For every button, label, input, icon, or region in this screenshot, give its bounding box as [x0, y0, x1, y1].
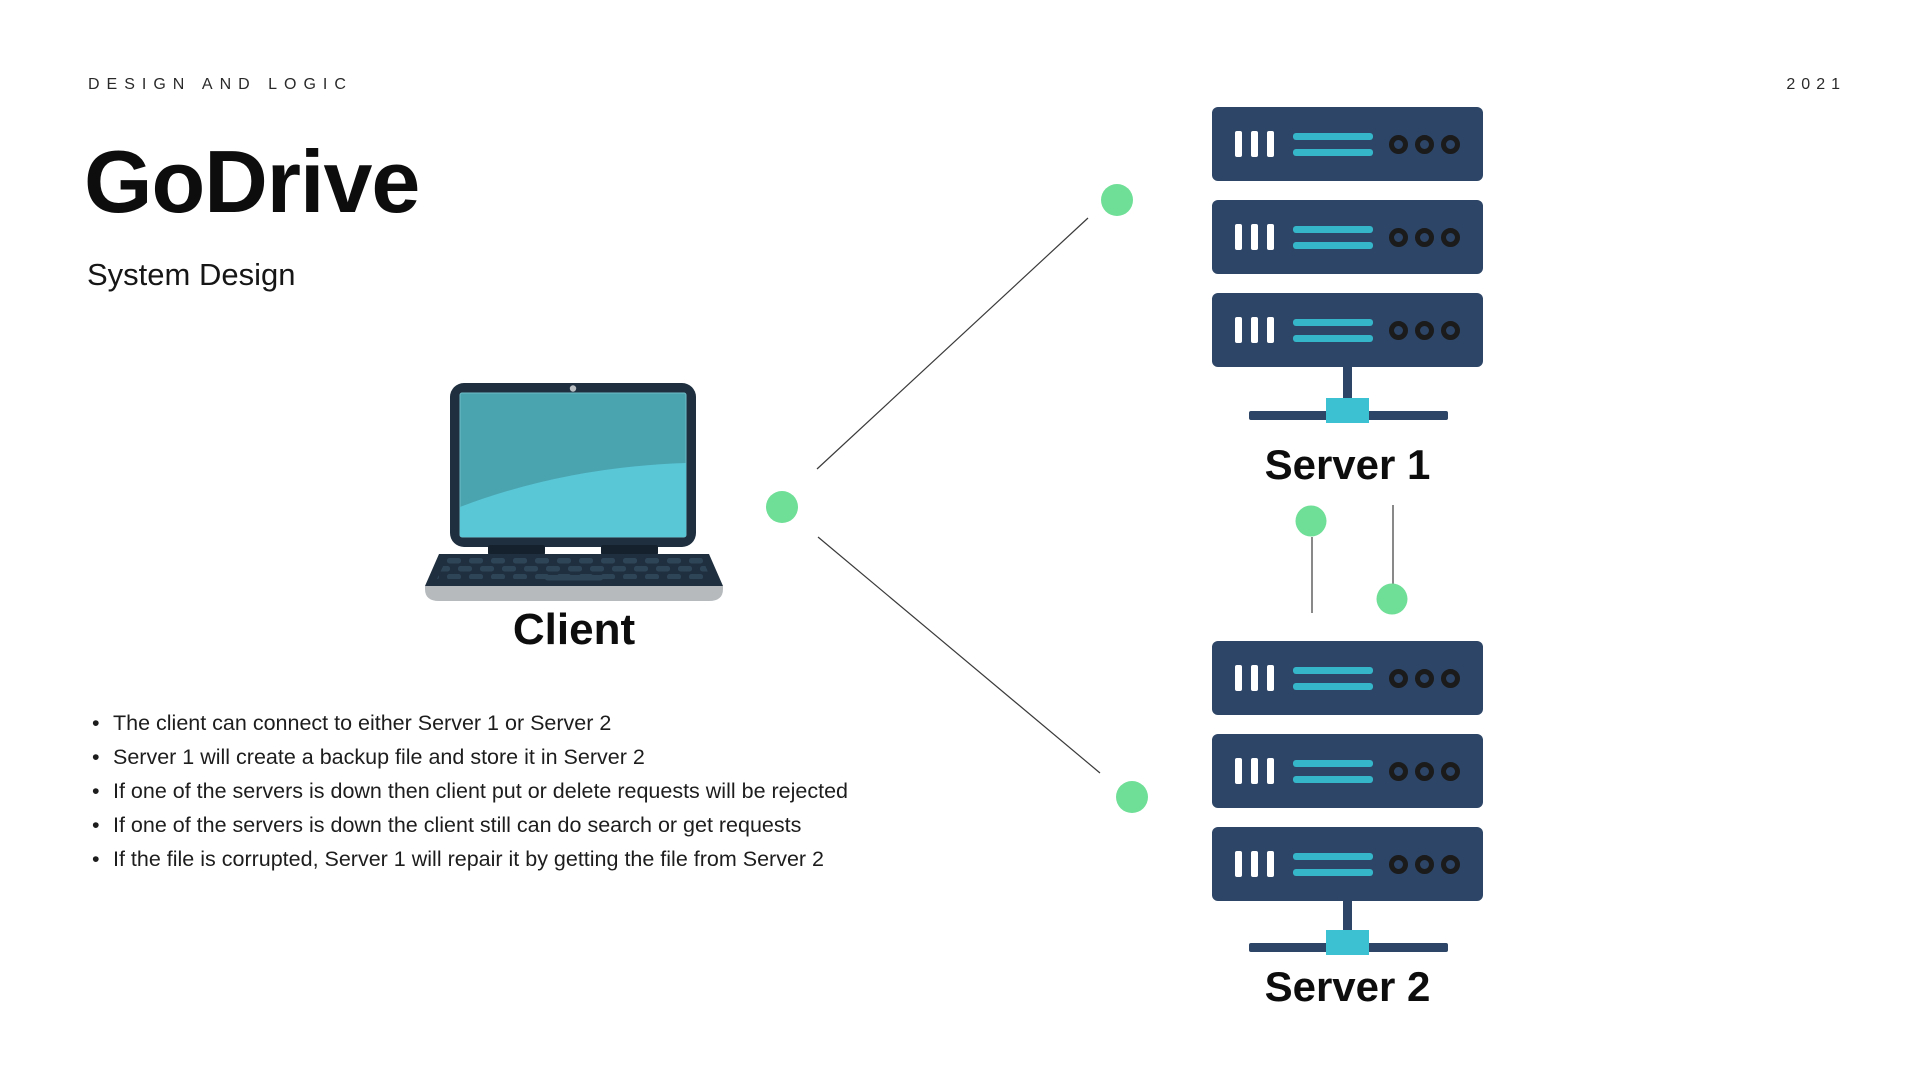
- screen-highlight-sweep: [460, 463, 686, 537]
- server2-stand-hub: [1326, 930, 1369, 955]
- mid-right-node-dot: [1376, 583, 1408, 615]
- status-leds: [1389, 668, 1460, 688]
- client-label: Client: [512, 605, 636, 654]
- server1-stand-hub: [1326, 398, 1369, 423]
- notes-list: The client can connect to either Server …: [86, 706, 1116, 876]
- led-cyan-icon: [1441, 134, 1460, 154]
- server2-label: Server 2: [1264, 963, 1431, 1010]
- client-laptop-illustration: [415, 373, 735, 605]
- led-green-icon: [1415, 668, 1434, 688]
- drive-bars-icon: [1235, 317, 1274, 343]
- vent-lines-icon: [1293, 759, 1373, 783]
- server-unit: [1212, 293, 1483, 367]
- server1-stack: [1212, 107, 1483, 367]
- led-green-icon: [1415, 854, 1434, 874]
- server2-stack: [1212, 641, 1483, 901]
- camera-dot-icon: [569, 385, 577, 392]
- laptop-hinge-left: [488, 545, 545, 555]
- led-red-icon: [1389, 134, 1408, 154]
- drive-bars-icon: [1235, 665, 1274, 691]
- page-subtitle: System Design: [87, 257, 296, 292]
- server2-node-dot: [1116, 781, 1148, 813]
- drive-bars-icon: [1235, 224, 1274, 250]
- note-item: Server 1 will create a backup file and s…: [86, 740, 1116, 774]
- server-unit: [1212, 827, 1483, 901]
- led-cyan-icon: [1441, 854, 1460, 874]
- status-leds: [1389, 854, 1460, 874]
- drive-bars-icon: [1235, 851, 1274, 877]
- led-cyan-icon: [1441, 227, 1460, 247]
- led-red-icon: [1389, 761, 1408, 781]
- vent-lines-icon: [1293, 666, 1373, 690]
- server-unit: [1212, 200, 1483, 274]
- led-red-icon: [1389, 854, 1408, 874]
- note-item: If one of the servers is down then clien…: [86, 774, 1116, 808]
- server1-stand-stem: [1343, 366, 1352, 401]
- server1-node-dot: [1101, 184, 1133, 216]
- led-green-icon: [1415, 320, 1434, 340]
- status-leds: [1389, 320, 1460, 340]
- led-green-icon: [1415, 227, 1434, 247]
- mid-left-node-dot: [1295, 505, 1327, 537]
- led-green-icon: [1415, 761, 1434, 781]
- led-cyan-icon: [1441, 320, 1460, 340]
- vent-lines-icon: [1293, 132, 1373, 156]
- vent-lines-icon: [1293, 225, 1373, 249]
- note-item: If one of the servers is down the client…: [86, 808, 1116, 842]
- status-leds: [1389, 134, 1460, 154]
- keyboard-keys: [437, 558, 711, 579]
- year-text: 2021: [1786, 76, 1846, 93]
- eyebrow-text: DESIGN AND LOGIC: [88, 76, 353, 93]
- connector-client-server1: [816, 217, 1089, 470]
- led-green-icon: [1415, 134, 1434, 154]
- page-title: GoDrive: [84, 132, 420, 231]
- note-item: If the file is corrupted, Server 1 will …: [86, 842, 1116, 876]
- led-red-icon: [1389, 668, 1408, 688]
- status-leds: [1389, 227, 1460, 247]
- laptop-icon: [425, 383, 723, 601]
- client-node-dot: [766, 491, 798, 523]
- vent-lines-icon: [1293, 318, 1373, 342]
- led-red-icon: [1389, 320, 1408, 340]
- laptop-base: [425, 586, 723, 601]
- laptop-hinge-right: [601, 545, 658, 555]
- note-item: The client can connect to either Server …: [86, 706, 1116, 740]
- led-cyan-icon: [1441, 761, 1460, 781]
- server-unit: [1212, 641, 1483, 715]
- led-cyan-icon: [1441, 668, 1460, 688]
- vent-lines-icon: [1293, 852, 1373, 876]
- status-leds: [1389, 761, 1460, 781]
- server1-label: Server 1: [1264, 441, 1431, 488]
- server-unit: [1212, 734, 1483, 808]
- server-unit: [1212, 107, 1483, 181]
- server2-stand-stem: [1343, 899, 1352, 932]
- led-red-icon: [1389, 227, 1408, 247]
- spacebar-key: [545, 575, 603, 581]
- drive-bars-icon: [1235, 758, 1274, 784]
- drive-bars-icon: [1235, 131, 1274, 157]
